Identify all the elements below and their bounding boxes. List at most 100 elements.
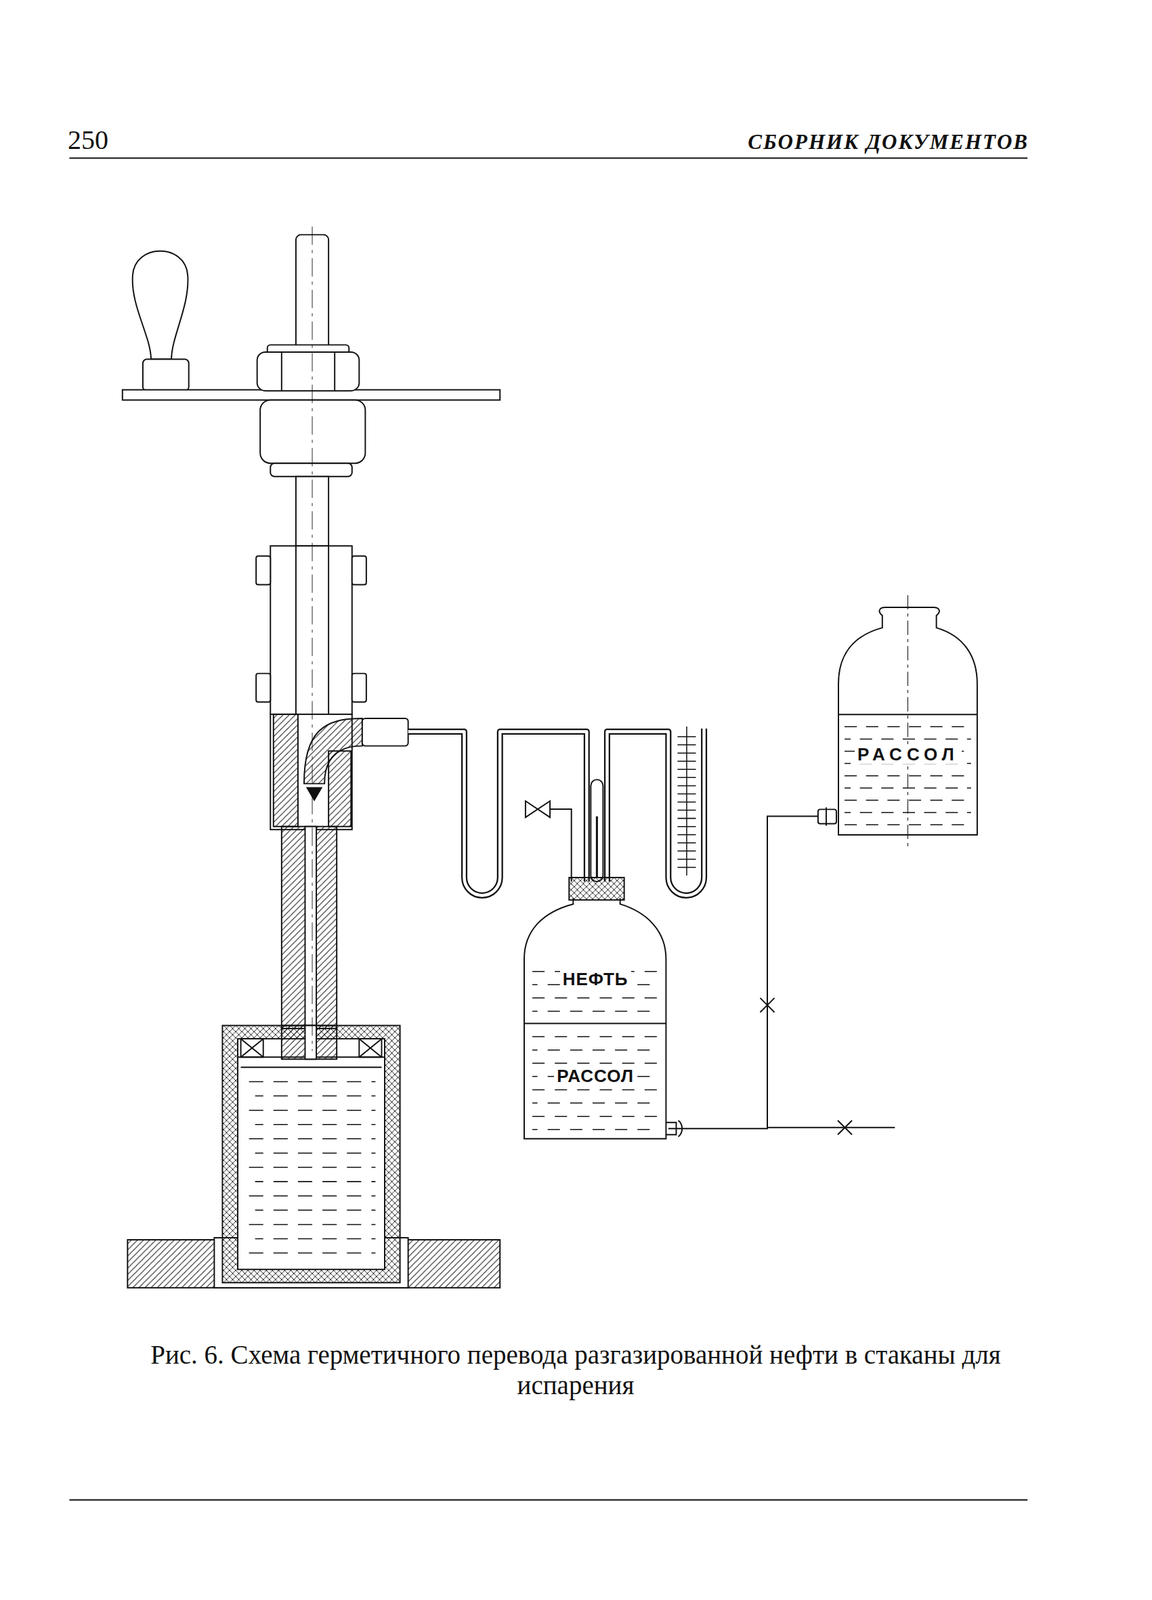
figure-caption-box: Рис. 6. Схема герметичного перевода разг… xyxy=(101,1339,1050,1401)
bottle-outline xyxy=(532,997,658,999)
stem-tube xyxy=(281,826,337,1029)
evaporation-cup xyxy=(249,1195,376,1197)
liquid-label: РАССОЛ xyxy=(854,744,962,765)
brine-tube xyxy=(668,816,838,1129)
valve-body xyxy=(362,718,409,747)
valve-block xyxy=(327,545,330,715)
separator-bottle: НЕФТЬРАССОЛ xyxy=(522,877,668,1142)
bottle-outline xyxy=(532,1089,658,1092)
running-header-box: СБОРНИК ДОКУМЕНТОВ xyxy=(747,130,1029,155)
evaporation-cup xyxy=(255,1124,376,1126)
reservoir-outline xyxy=(844,738,972,740)
node-outline xyxy=(522,877,668,1142)
evaporation-cup xyxy=(241,1066,382,1069)
u-tube xyxy=(606,728,704,896)
stem-tube xyxy=(281,826,337,1029)
thermometer xyxy=(590,779,603,882)
node-outline xyxy=(836,607,980,838)
bottle-outline xyxy=(532,1063,658,1065)
bottle-outline xyxy=(569,877,625,901)
evaporation-cup xyxy=(249,1081,376,1083)
valve-body xyxy=(270,714,408,830)
vent-valve xyxy=(549,809,572,882)
figure-caption: Рис. 6. Схема герметичного перевода разг… xyxy=(101,1339,1050,1401)
evaporation-cup xyxy=(255,1095,376,1098)
bottle-outline xyxy=(532,1102,658,1104)
page-number: 250 xyxy=(67,124,109,156)
screw-rod xyxy=(257,235,366,547)
thermometer xyxy=(590,779,603,882)
evaporation-cup xyxy=(222,1026,400,1284)
handle-knob xyxy=(132,251,189,391)
liquid-label: РАССОЛ xyxy=(553,1066,637,1087)
page-rule xyxy=(69,157,1028,160)
valve-body xyxy=(273,714,298,827)
evaporation-cup xyxy=(249,1166,376,1169)
measuring-scale xyxy=(677,736,696,868)
measuring-scale xyxy=(677,726,696,876)
bottle-outline xyxy=(524,898,666,1140)
page-number-box: 250 xyxy=(67,124,109,156)
reservoir-outline xyxy=(818,595,978,849)
measuring-scale xyxy=(686,726,688,876)
screw-rod xyxy=(260,400,366,464)
bottle-outline xyxy=(532,1049,658,1052)
center-line xyxy=(312,226,313,1052)
evaporation-cup xyxy=(304,1026,317,1060)
bottle-outline xyxy=(524,1023,666,1025)
reservoir-outline xyxy=(838,713,978,716)
thermometer xyxy=(595,816,599,878)
drain-line xyxy=(759,998,895,1136)
evaporation-cup xyxy=(358,1038,382,1058)
evaporation-cup xyxy=(249,1138,376,1140)
vent-valve xyxy=(525,801,550,818)
reservoir-outline xyxy=(907,595,909,849)
valve-body xyxy=(328,751,351,827)
u-tube xyxy=(408,732,588,896)
evaporation-cup xyxy=(255,1210,376,1212)
vent-valve xyxy=(525,801,572,882)
bottle-outline xyxy=(532,1128,658,1131)
reservoir-outline xyxy=(818,809,837,824)
evaporation-cup xyxy=(255,1181,376,1183)
valve-body xyxy=(306,787,322,800)
screw-rod xyxy=(333,352,336,391)
center-line xyxy=(312,226,313,1052)
evaporation-cup xyxy=(249,1110,376,1112)
valve-block xyxy=(295,545,297,715)
handle-knob xyxy=(132,251,189,360)
valve-block xyxy=(256,673,271,703)
handle-knob xyxy=(142,358,189,391)
valve-block xyxy=(256,556,271,585)
valve-block xyxy=(352,673,367,703)
evaporation-cup xyxy=(358,1038,382,1058)
evaporation-cup xyxy=(241,1038,264,1058)
valve-block xyxy=(352,556,367,585)
evaporation-cup xyxy=(249,1224,376,1226)
u-tube xyxy=(606,728,704,896)
evaporation-cup xyxy=(222,1026,400,1284)
bottle-outline xyxy=(532,1036,658,1038)
screw-rod xyxy=(270,463,353,477)
u-tube xyxy=(408,732,588,896)
evaporation-cup xyxy=(249,1252,376,1255)
page-rule xyxy=(69,1499,1028,1501)
page-rule xyxy=(69,158,1028,1501)
bottle-outline xyxy=(532,1011,658,1013)
bottle-outline xyxy=(524,877,682,1140)
valve-body xyxy=(304,718,363,784)
evaporation-cup xyxy=(255,1152,376,1155)
drain-line xyxy=(767,1126,895,1129)
running-header: СБОРНИК ДОКУМЕНТОВ xyxy=(747,130,1029,155)
brine-reservoir: РАССОЛ xyxy=(836,607,980,838)
bottle-outline xyxy=(666,1120,683,1138)
screw-rod xyxy=(257,352,360,391)
valve-block xyxy=(256,545,367,715)
evaporation-cup xyxy=(237,1038,385,1270)
evaporation-cup xyxy=(249,1081,376,1253)
stem-tube xyxy=(304,826,317,1029)
screw-rod xyxy=(281,352,283,391)
reservoir-outline xyxy=(825,807,827,826)
evaporation-cup xyxy=(241,1038,264,1058)
